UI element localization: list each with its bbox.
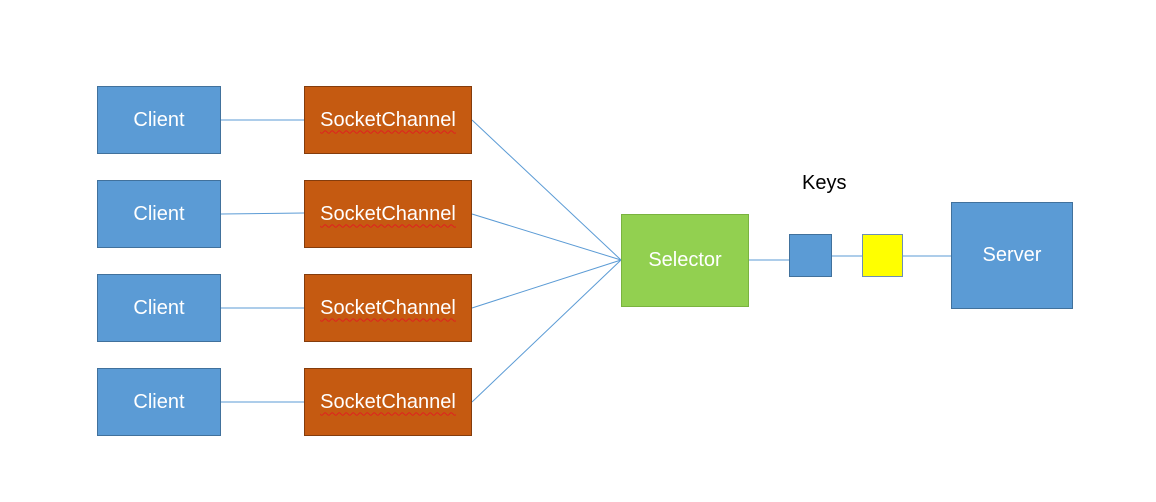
server-box: Server: [951, 202, 1073, 309]
client-channel-connector-2: [220, 212, 305, 215]
client-box-4: Client: [97, 368, 221, 436]
channel-selector-connector-1: [471, 119, 622, 261]
client-box-2: Client: [97, 180, 221, 248]
keys-label: Keys: [802, 172, 847, 194]
socket-channel-box-2: SocketChannel: [304, 180, 472, 248]
socket-channel-box-4: SocketChannel: [304, 368, 472, 436]
socket-channel-label-3: SocketChannel: [320, 296, 456, 319]
client-label-4: Client: [133, 390, 185, 413]
client-label-3: Client: [133, 296, 185, 319]
client-box-3: Client: [97, 274, 221, 342]
socket-channel-box-1: SocketChannel: [304, 86, 472, 154]
channel-selector-connector-3: [471, 259, 622, 309]
socket-channel-label-4: SocketChannel: [320, 390, 456, 413]
selector-box: Selector: [621, 214, 749, 307]
client-box-1: Client: [97, 86, 221, 154]
client-label-2: Client: [133, 202, 185, 225]
client-label-1: Client: [133, 108, 185, 131]
key-blue-square: [789, 234, 832, 277]
selector-label: Selector: [648, 249, 722, 271]
server-label: Server: [982, 244, 1042, 266]
channel-selector-connector-4: [471, 259, 622, 403]
key-yellow-square: [862, 234, 903, 277]
socket-channel-label-2: SocketChannel: [320, 202, 456, 225]
socket-channel-box-3: SocketChannel: [304, 274, 472, 342]
socket-channel-label-1: SocketChannel: [320, 108, 456, 131]
channel-selector-connector-2: [471, 213, 622, 261]
